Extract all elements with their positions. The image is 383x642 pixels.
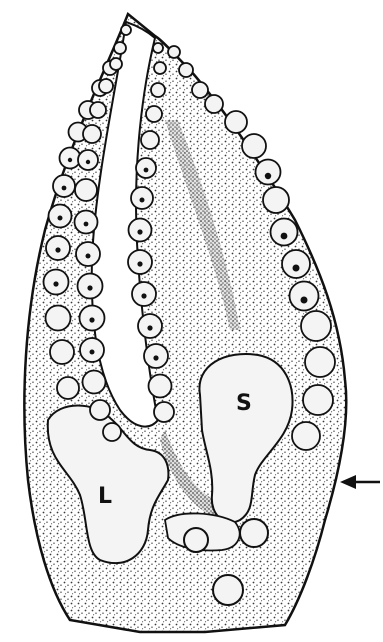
left-pointing-arrow xyxy=(340,475,380,489)
basal-sucker-2 xyxy=(240,519,268,547)
basal-sucker-3 xyxy=(213,575,243,605)
basal-sucker-1 xyxy=(184,528,208,552)
label-l: L xyxy=(98,484,112,509)
label-s: S xyxy=(236,391,252,416)
